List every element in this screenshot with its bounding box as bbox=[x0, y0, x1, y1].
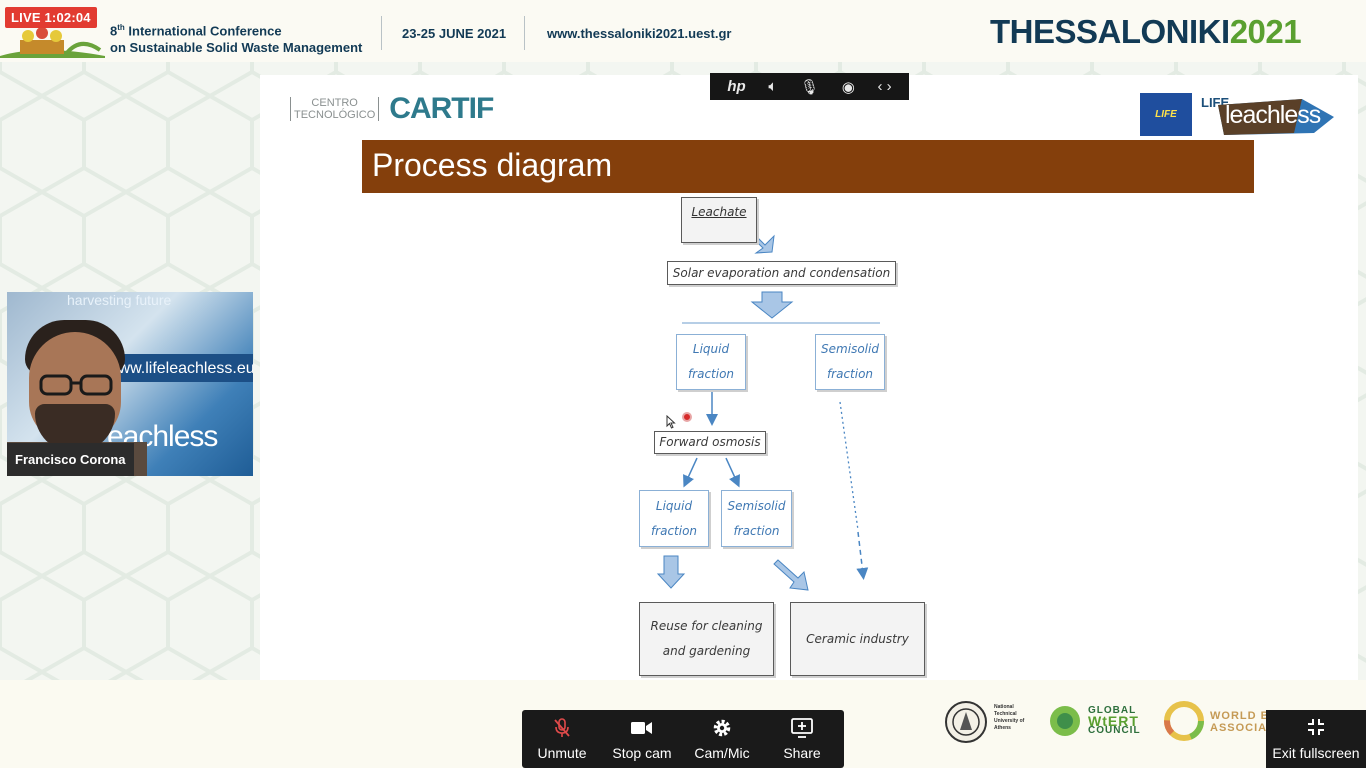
video-banner-text: harvesting future bbox=[67, 292, 172, 308]
node-ceramic-industry: Ceramic industry bbox=[790, 602, 925, 676]
speaker-mute-icon[interactable]: 🔈︎ bbox=[768, 78, 778, 95]
wtert-logo-icon bbox=[1050, 706, 1080, 736]
live-badge: LIVE 1:02:04 bbox=[5, 7, 97, 28]
laser-pointer-icon bbox=[682, 412, 692, 422]
cartif-bracket-text: CENTRO TECNOLÓGICO bbox=[290, 97, 380, 121]
meeting-controls: Unmute Stop cam Cam/Mic bbox=[522, 710, 844, 768]
gear-icon bbox=[712, 717, 732, 739]
camera-icon bbox=[631, 717, 653, 739]
wtert-council-label: GLOBAL WtERT COUNCIL bbox=[1088, 705, 1141, 736]
conference-banner: LIVE 1:02:04 8th International Conferenc… bbox=[0, 0, 1366, 62]
cam-mic-settings-button[interactable]: Cam/Mic bbox=[682, 710, 762, 768]
glasses-icon bbox=[39, 374, 113, 396]
leachless-word: leachless bbox=[1225, 101, 1321, 129]
ntua-label: National Technical University of Athens bbox=[994, 704, 1025, 731]
node-solar-evaporation: Solar evaporation and condensation bbox=[667, 261, 896, 285]
hp-logo-icon: hp bbox=[727, 78, 746, 95]
exit-fullscreen-icon bbox=[1307, 718, 1325, 739]
conference-title: 8th International Conference on Sustaina… bbox=[110, 23, 363, 56]
cartif-word: CARTIF bbox=[389, 92, 494, 125]
node-forward-osmosis: Forward osmosis bbox=[654, 431, 766, 454]
wba-label: WORLD B ASSOCIA bbox=[1210, 710, 1270, 734]
mic-icon[interactable]: 🎙︎ bbox=[799, 78, 820, 96]
thessaloniki-brand: THESSALONIKI2021 bbox=[990, 13, 1302, 50]
code-icon[interactable]: ‹ › bbox=[877, 78, 892, 95]
participant-name-tag: Francisco Corona bbox=[7, 443, 134, 476]
conference-website: www.thessaloniki2021.uest.gr bbox=[547, 26, 732, 41]
wba-logo-icon bbox=[1164, 701, 1204, 741]
unmute-button[interactable]: Unmute bbox=[522, 710, 602, 768]
mic-muted-icon bbox=[553, 717, 571, 739]
flowers-logo-icon bbox=[0, 27, 105, 58]
mouse-cursor-icon bbox=[666, 415, 676, 429]
broadcast-icon[interactable]: ◉ bbox=[841, 78, 855, 96]
leachless-logo-icon bbox=[1218, 99, 1334, 135]
share-button[interactable]: Share bbox=[762, 710, 842, 768]
conference-dates: 23-25 JUNE 2021 bbox=[402, 26, 507, 41]
projector-toolbar: hp 🔈︎ 🎙︎ ◉ ‹ › bbox=[710, 73, 909, 100]
stop-cam-button[interactable]: Stop cam bbox=[602, 710, 682, 768]
exit-fullscreen-button[interactable]: Exit fullscreen bbox=[1266, 710, 1366, 768]
cartif-logo: CENTRO TECNOLÓGICO CARTIF bbox=[290, 92, 494, 125]
slide-title: Process diagram bbox=[362, 140, 1254, 193]
banner-divider bbox=[381, 16, 382, 50]
ntua-logo-icon bbox=[945, 701, 987, 743]
eu-life-logo: LIFE bbox=[1140, 93, 1192, 136]
banner-divider bbox=[524, 16, 525, 50]
video-url-text: www.lifeleachless.eu bbox=[107, 360, 253, 377]
process-diagram: Leachate Solar evaporation and condensat… bbox=[600, 190, 960, 690]
node-leachate: Leachate bbox=[681, 197, 757, 243]
share-screen-icon bbox=[791, 717, 813, 739]
